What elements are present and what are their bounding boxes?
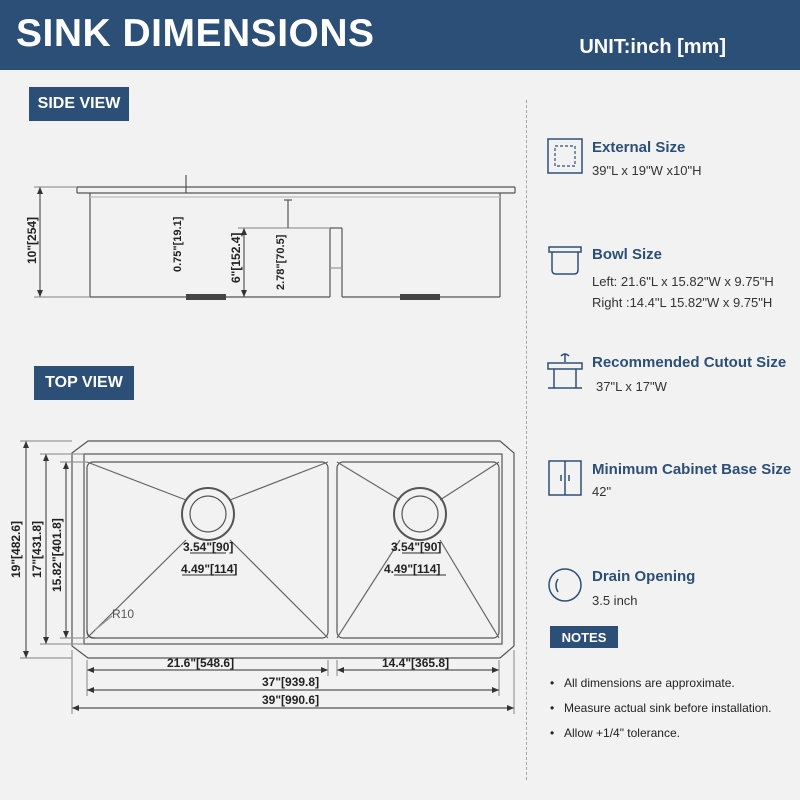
spec-value: 3.5 inch <box>592 593 638 608</box>
page-title: SINK DIMENSIONS <box>16 12 375 55</box>
cutout-width-label: 17"[431.8] <box>30 521 44 578</box>
right-bowl-lines <box>336 461 500 639</box>
bowl-width-label: 15.82"[401.8] <box>50 518 64 592</box>
bullet-icon: • <box>550 701 555 715</box>
right-drain-inner-label: 3.54"[90] <box>391 540 441 554</box>
vertical-divider <box>526 100 527 780</box>
note-item: • Measure actual sink before installation… <box>550 701 771 715</box>
left-drain-bump <box>186 294 226 300</box>
overall-length-label: 39"[990.6] <box>262 693 319 707</box>
note-text: All dimensions are approximate. <box>564 676 735 690</box>
right-bowl-length-label: 14.4"[365.8] <box>382 656 449 670</box>
cutout-length-label: 37"[939.8] <box>262 675 319 689</box>
flange-depth-label: 0.75"[19.1] <box>172 216 184 272</box>
bowl-icon <box>548 246 582 275</box>
note-item: • All dimensions are approximate. <box>550 676 735 690</box>
right-drain-outer <box>393 487 447 541</box>
right-drain-inner <box>401 495 439 533</box>
side-view-outline <box>76 186 516 298</box>
spec-label: Recommended Cutout Size <box>592 354 787 371</box>
drain-icon <box>548 568 582 602</box>
left-drain-inner <box>189 495 227 533</box>
side-view-badge: SIDE VIEW <box>29 87 129 121</box>
note-item: • Allow +1/4" tolerance. <box>550 726 680 740</box>
top-view-outline <box>71 440 515 659</box>
bullet-icon: • <box>550 726 555 740</box>
corner-radius-arc <box>86 629 96 639</box>
spec-value: 42" <box>592 484 612 499</box>
header-bar: SINK DIMENSIONS UNIT:inch [mm] <box>0 0 800 70</box>
side-height-label: 10"[254] <box>25 217 39 264</box>
left-drain-inner-label: 3.54"[90] <box>183 540 233 554</box>
spec-value: 39"L x 19"W x10"H <box>592 163 702 178</box>
spec-value: Left: 21.6"L x 15.82"W x 9.75"H <box>592 274 774 289</box>
sink-drawing: 10"[254] 0.75"[19.1] 6"[152.4] 2.78"[70.… <box>9 175 516 714</box>
spec-label: Drain Opening <box>592 568 696 585</box>
top-view-badge: TOP VIEW <box>34 366 134 400</box>
notes-badge: NOTES <box>550 626 618 648</box>
divider-height-label: 2.78"[70.5] <box>275 234 287 290</box>
outer-width-label: 19"[482.6] <box>9 521 23 578</box>
spec-label: Minimum Cabinet Base Size <box>592 461 792 478</box>
cabinet-icon <box>548 460 582 496</box>
corner-radius-label: R10 <box>112 607 134 621</box>
left-bowl-length-label: 21.6"[548.6] <box>167 656 234 670</box>
spec-label: Bowl Size <box>592 246 663 263</box>
spec-value: 37"L x 17"W <box>596 379 667 394</box>
note-text: Allow +1/4" tolerance. <box>564 726 680 740</box>
external-size-icon <box>547 138 583 174</box>
left-bowl-lines <box>86 461 329 639</box>
unit-label: UNIT:inch [mm] <box>579 36 726 58</box>
left-depth-label: 6"[152.4] <box>229 233 243 283</box>
note-text: Measure actual sink before installation. <box>564 701 772 715</box>
bullet-icon: • <box>550 676 555 690</box>
right-drain-outer-label: 4.49"[114] <box>384 562 440 576</box>
spec-value: Right :14.4"L 15.82"W x 9.75"H <box>592 295 773 310</box>
left-drain-outer <box>181 487 235 541</box>
cutout-icon <box>547 353 583 389</box>
right-drain-bump <box>400 294 440 300</box>
spec-label: External Size <box>592 139 686 156</box>
left-drain-outer-label: 4.49"[114] <box>181 562 237 576</box>
